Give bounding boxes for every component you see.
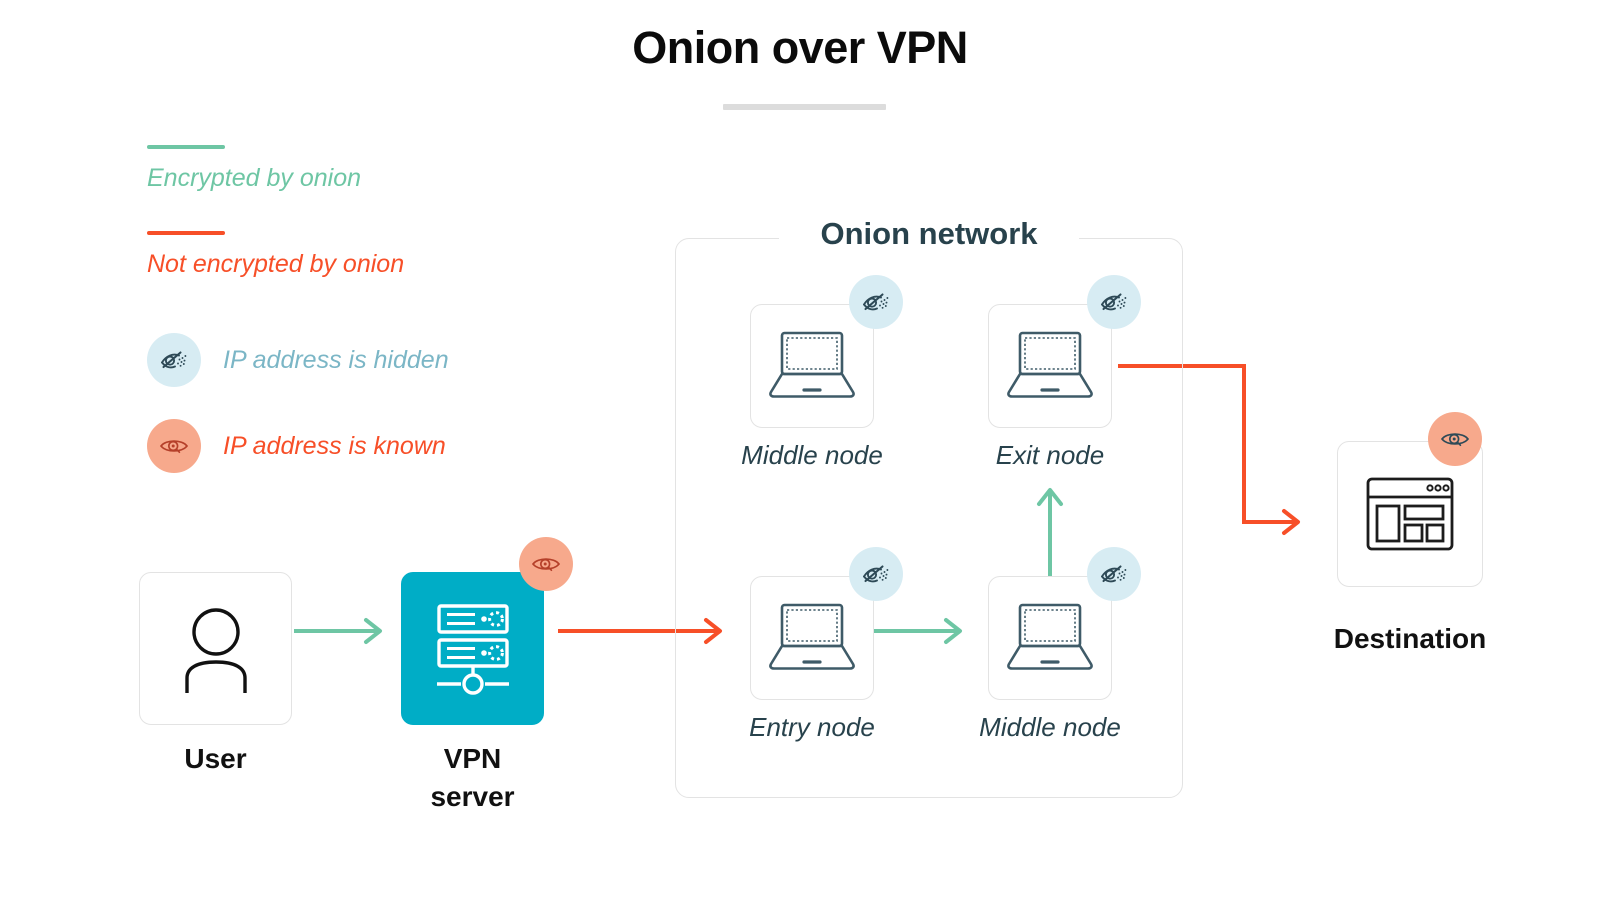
node-middle-bottom-label: Middle node	[979, 712, 1121, 742]
green-line-swatch	[147, 145, 225, 149]
node-vpn-server-label-line1: VPN	[443, 743, 502, 774]
connection-exit-to-destination	[1118, 352, 1318, 535]
legend: Encrypted by onion Not encrypted by onio…	[147, 145, 567, 489]
legend-label-ip-hidden: IP address is hidden	[223, 345, 449, 374]
node-exit-badge-eye-hidden-icon	[1087, 275, 1141, 329]
legend-label-ip-known: IP address is known	[223, 431, 446, 460]
eye-known-icon	[147, 419, 201, 473]
node-middle-bottom-badge-eye-hidden-icon	[1087, 547, 1141, 601]
connection-vpn-to-entry	[558, 615, 730, 647]
node-middle-top-label: Middle node	[741, 440, 883, 470]
laptop-icon	[1007, 331, 1093, 398]
node-user[interactable]	[139, 572, 292, 725]
legend-label-not-encrypted: Not encrypted by onion	[147, 250, 405, 278]
node-middle-bottom[interactable]	[988, 576, 1112, 700]
connection-entry-to-middle	[866, 615, 974, 647]
orange-line-swatch	[147, 231, 225, 235]
node-vpn-server[interactable]	[401, 572, 544, 725]
node-destination-label: Destination	[1333, 623, 1487, 654]
person-icon	[184, 607, 247, 693]
node-middle-top[interactable]	[750, 304, 874, 428]
legend-item-ip-known: IP address is known	[147, 403, 567, 489]
legend-label-encrypted: Encrypted by onion	[147, 164, 362, 192]
page-title: Onion over VPN	[632, 22, 968, 73]
node-vpn-server-label: VPN server	[386, 740, 559, 816]
connection-user-to-vpn	[294, 615, 390, 647]
laptop-icon	[1007, 603, 1093, 670]
node-destination-badge-eye-known-icon	[1428, 412, 1482, 466]
node-entry-badge-eye-hidden-icon	[849, 547, 903, 601]
browser-window-icon	[1366, 477, 1454, 551]
node-vpn-server-badge-eye-known-icon	[519, 537, 573, 591]
node-user-label: User	[184, 743, 247, 774]
connection-middle-to-exit	[1034, 478, 1066, 582]
node-entry-label: Entry node	[749, 712, 875, 742]
server-rack-icon	[436, 603, 509, 695]
eye-hidden-icon	[147, 333, 201, 387]
node-exit[interactable]	[988, 304, 1112, 428]
laptop-icon	[769, 331, 855, 398]
node-entry[interactable]	[750, 576, 874, 700]
node-exit-label: Exit node	[995, 440, 1105, 470]
legend-item-encrypted: Encrypted by onion	[147, 145, 567, 231]
title-divider	[723, 104, 886, 110]
node-vpn-server-label-line2: server	[430, 780, 515, 812]
onion-network-title: Onion network	[820, 216, 1038, 251]
legend-item-not-encrypted: Not encrypted by onion	[147, 231, 567, 317]
laptop-icon	[769, 603, 855, 670]
node-middle-top-badge-eye-hidden-icon	[849, 275, 903, 329]
legend-item-ip-hidden: IP address is hidden	[147, 317, 567, 403]
node-destination[interactable]	[1337, 441, 1483, 587]
onion-network-title-gap	[779, 230, 1079, 248]
